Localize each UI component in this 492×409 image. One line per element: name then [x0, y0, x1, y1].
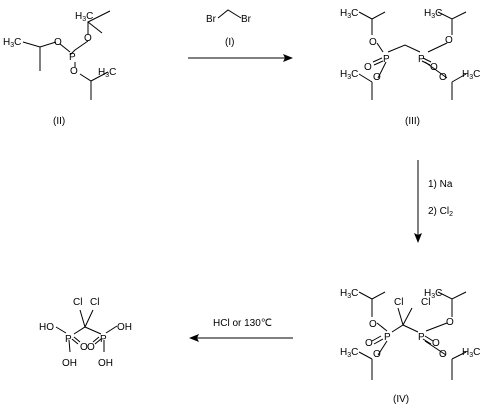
arrow-step1	[188, 54, 293, 62]
iv-phosphorus-right: P	[418, 332, 425, 343]
reagent-bromine-right: Br	[241, 14, 252, 25]
iv-methyl-1: H3C	[340, 288, 358, 300]
product-hydroxy-4: OH	[98, 358, 113, 369]
iii-oxygen-3: O	[373, 72, 381, 83]
ii-oxygen-bottom: O	[70, 66, 78, 77]
ii-methyl-top: H3C	[75, 11, 93, 23]
ii-methyl-left: H3C	[3, 37, 21, 49]
iii-oxygen-1: O	[369, 37, 377, 48]
product-phosphorus-right: P	[100, 334, 107, 345]
reagent-i: Br Br (I)	[206, 9, 252, 48]
step2-condition-1: 1) Na	[428, 179, 453, 190]
compound-ii-atoms: H3C O H3C O P O H3C	[3, 11, 116, 79]
product-oxo-right: O	[87, 342, 95, 353]
iii-oxo-right: O	[430, 62, 438, 73]
reagent-i-label: (I)	[225, 37, 234, 48]
compound-iv-bonds	[358, 291, 467, 380]
iv-oxygen-3: O	[373, 349, 381, 360]
compound-iii-atoms: H3C H3C O O P P O O H3C O O H3C	[340, 8, 480, 83]
arrow-step2: 1) Na 2) Cl2	[414, 160, 453, 243]
ii-phosphorus: P	[69, 52, 76, 63]
iv-methyl-3: H3C	[340, 347, 358, 359]
product-oxo-left: O	[80, 342, 88, 353]
iii-phosphorus-right: P	[418, 54, 425, 65]
reagent-bromine-left: Br	[206, 14, 217, 25]
ii-oxygen-top: O	[84, 33, 92, 44]
step2-condition-2: 2) Cl2	[428, 206, 453, 218]
arrow-step3: HCl or 130℃	[189, 318, 293, 342]
compound-ii-label: (II)	[53, 116, 65, 127]
iii-methyl-3: H3C	[340, 69, 358, 81]
iv-oxygen-1: O	[369, 319, 377, 330]
compound-iii-bonds	[358, 11, 467, 100]
product-atoms: Cl Cl HO OH P P O O OH OH	[39, 297, 132, 369]
product-phosphorus-left: P	[65, 334, 72, 345]
iii-oxo-left: O	[364, 62, 372, 73]
iii-methyl-2: H3C	[424, 8, 442, 20]
product-chlorine-right: Cl	[90, 297, 99, 308]
ii-methyl-right: H3C	[98, 67, 116, 79]
iv-chlorine-left: Cl	[394, 297, 403, 308]
step3-condition: HCl or 130℃	[213, 318, 272, 329]
iv-methyl-4: H3C	[462, 347, 480, 359]
product-hydroxy-1: HO	[39, 322, 54, 333]
compound-iii-label: (III)	[405, 116, 420, 127]
product-hydroxy-3: OH	[62, 358, 77, 369]
compound-ii-bonds	[22, 10, 111, 100]
iv-oxygen-4: O	[439, 349, 447, 360]
product-chlorine-left: Cl	[73, 297, 82, 308]
iv-chlorine-right: Cl	[421, 297, 430, 308]
compound-iv: H3C H3C Cl Cl O O P P O O H3C O O H3C (I…	[340, 288, 480, 405]
iv-phosphorus-left: P	[384, 332, 391, 343]
iii-methyl-4: H3C	[462, 69, 480, 81]
iii-phosphorus-left: P	[383, 54, 390, 65]
compound-iv-label: (IV)	[393, 394, 409, 405]
iv-oxo-right: O	[432, 338, 440, 349]
iv-oxo-left: O	[365, 338, 373, 349]
iii-oxygen-2: O	[445, 35, 453, 46]
compound-product: Cl Cl HO OH P P O O OH OH	[39, 297, 132, 369]
iv-methyl-2: H3C	[424, 288, 442, 300]
ii-oxygen-left: O	[54, 37, 62, 48]
compound-iv-atoms: H3C H3C Cl Cl O O P P O O H3C O O H3C	[340, 288, 480, 360]
product-hydroxy-2: OH	[117, 322, 132, 333]
iii-oxygen-4: O	[439, 72, 447, 83]
iii-methyl-1: H3C	[340, 8, 358, 20]
product-bonds	[55, 309, 118, 353]
compound-ii: H3C O H3C O P O H3C (II)	[3, 10, 116, 127]
iv-oxygen-2: O	[446, 317, 454, 328]
compound-iii: H3C H3C O O P P O O H3C O O H3C (III)	[340, 8, 480, 127]
